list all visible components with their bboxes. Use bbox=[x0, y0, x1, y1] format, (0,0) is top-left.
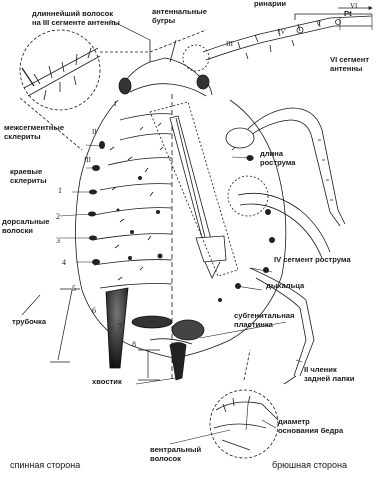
segment-number-3: 3 bbox=[56, 236, 60, 245]
siphunculus bbox=[106, 288, 128, 368]
marginal-sclerites-label: краевые склериты bbox=[10, 168, 47, 185]
femur-base-diameter-label: диаметр основания бедра bbox=[278, 418, 343, 435]
ventral-hair-label: вентральный волосок bbox=[150, 446, 201, 463]
hind-tarsus-segment2-label: II членик задней лапки bbox=[304, 366, 354, 383]
antenna-mark-VI: VI bbox=[350, 2, 357, 10]
segment-number-2: 2 bbox=[56, 212, 60, 221]
intersegmental-sclerites-label: межсегментные склериты bbox=[4, 124, 64, 141]
ventral-plates bbox=[218, 155, 275, 302]
subgenital-area bbox=[132, 316, 204, 344]
antenna-mark-III: III bbox=[226, 40, 233, 48]
dorsal-sclerites bbox=[88, 141, 163, 265]
thorax-mark-III: III bbox=[84, 156, 91, 164]
rostrum-length-label: длина рострума bbox=[260, 150, 296, 167]
spiracles-label: дыхальца bbox=[266, 282, 304, 291]
segment-number-1: 1 bbox=[58, 186, 62, 195]
dorsal-side-caption: спинная сторона bbox=[10, 460, 80, 470]
thorax-mark-II: II bbox=[92, 128, 97, 136]
antennal-tubercles-label: антеннальные бугры bbox=[152, 8, 207, 25]
thorax-mark-I: I bbox=[114, 100, 116, 108]
segment-number-7: 7 bbox=[118, 322, 122, 331]
head bbox=[119, 40, 212, 96]
longest-hair-label: длиннейший волосок на III сегменте антен… bbox=[32, 10, 120, 27]
dorsal-hairs-label: дорсальные волоски bbox=[2, 218, 49, 235]
siphunculus-label: трубочка bbox=[12, 318, 46, 327]
cauda-label: хвостик bbox=[92, 378, 122, 387]
rostrum bbox=[150, 102, 238, 278]
femur-inset bbox=[210, 350, 278, 458]
longest-hair bbox=[22, 68, 34, 86]
segment-number-8: 8 bbox=[132, 340, 136, 349]
antenna-mark-V: V bbox=[316, 20, 321, 28]
antenna-mark-IV: IV bbox=[278, 28, 285, 36]
segment-number-5: 5 bbox=[72, 284, 76, 293]
processus-terminalis-label: Pt bbox=[344, 10, 352, 19]
ventral-side-caption: брюшная сторона bbox=[272, 460, 347, 470]
rhinaria-label: ринарии bbox=[254, 0, 286, 9]
segment-number-6: 6 bbox=[92, 306, 96, 315]
antenna-segment6-label: VI сегмент антенны bbox=[330, 56, 369, 73]
rostrum-segment4-label: IV сегмент рострума bbox=[274, 256, 351, 265]
segment-number-4: 4 bbox=[62, 258, 66, 267]
dorsal-hairs bbox=[110, 123, 163, 280]
subgenital-plate-label: субгенитальная пластинка bbox=[234, 312, 294, 329]
